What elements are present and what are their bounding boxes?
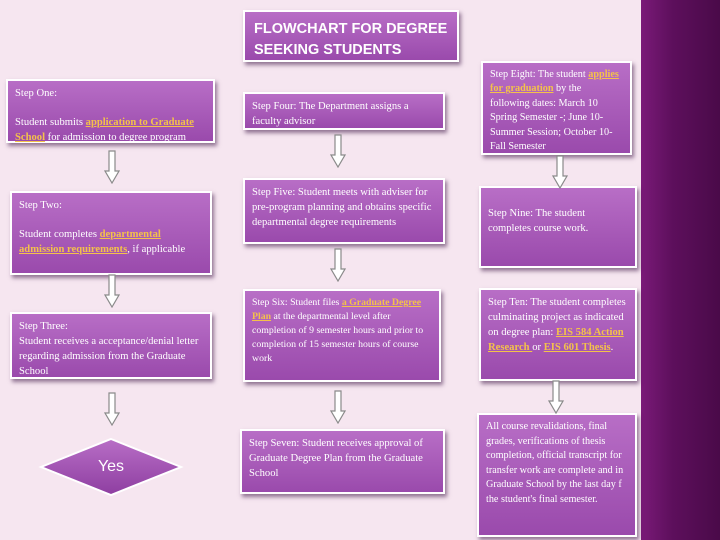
graduate-degree-plan-link[interactable]: a Graduate Degree Plan bbox=[252, 297, 422, 322]
step-two-text: Student completes departmental admission… bbox=[19, 229, 186, 256]
flowchart-title-text: FLOWCHART FOR DEGREE SEEKING STUDENTS bbox=[254, 21, 448, 59]
flowchart-title: FLOWCHART FOR DEGREE SEEKING STUDENTS bbox=[243, 10, 459, 62]
step-four-text: Step Four: The Department assigns a facu… bbox=[252, 101, 409, 128]
step-ten-text: Step Ten: The student completes culminat… bbox=[488, 297, 626, 354]
step-eight-box: Step Eight: The student applies for grad… bbox=[481, 61, 632, 155]
departmental-requirements-link[interactable]: departmental admission requirements bbox=[19, 229, 161, 256]
eis-601-thesis-link[interactable]: EIS 601 Thesis bbox=[543, 342, 611, 354]
yes-decision-diamond: Yes bbox=[38, 436, 184, 498]
arrow-down-icon bbox=[104, 392, 120, 426]
step-nine-box: Step Nine: The student completes course … bbox=[479, 186, 637, 268]
arrow-down-icon bbox=[552, 155, 568, 189]
final-requirements-text: All course revalidations, final grades, … bbox=[486, 421, 624, 505]
step-one-heading: Step One: bbox=[15, 88, 58, 99]
step-six-box: Step Six: Student files a Graduate Degre… bbox=[243, 289, 441, 382]
eis-584-action-research-link[interactable]: EIS 584 Action Research bbox=[488, 327, 624, 354]
step-seven-box: Step Seven: Student receives approval of… bbox=[240, 429, 445, 494]
step-one-text: Student submits application to Graduate … bbox=[15, 117, 194, 144]
arrow-down-icon bbox=[548, 380, 564, 414]
final-requirements-box: All course revalidations, final grades, … bbox=[477, 413, 637, 537]
step-two-box: Step Two: Student completes departmental… bbox=[10, 191, 212, 275]
step-eight-text: Step Eight: The student applies for grad… bbox=[490, 69, 619, 153]
applies-for-graduation-link[interactable]: applies for graduation bbox=[490, 69, 619, 95]
application-link[interactable]: application to Graduate School bbox=[15, 117, 194, 144]
diamond-shape bbox=[38, 437, 184, 497]
arrow-down-icon bbox=[330, 390, 346, 424]
step-three-heading: Step Three: bbox=[19, 321, 68, 332]
step-two-heading: Step Two: bbox=[19, 200, 62, 211]
step-ten-box: Step Ten: The student completes culminat… bbox=[479, 288, 637, 381]
step-nine-text: Step Nine: The student completes course … bbox=[488, 208, 589, 235]
step-three-text: Student receives a acceptance/denial let… bbox=[19, 336, 199, 378]
step-one-box: Step One: Student submits application to… bbox=[6, 79, 215, 143]
step-six-text: Step Six: Student files a Graduate Degre… bbox=[252, 297, 424, 364]
step-five-box: Step Five: Student meets with adviser fo… bbox=[243, 178, 445, 244]
decorative-side-band bbox=[641, 0, 720, 540]
step-five-text: Step Five: Student meets with adviser fo… bbox=[252, 187, 432, 229]
arrow-down-icon bbox=[330, 248, 346, 282]
step-four-box: Step Four: The Department assigns a facu… bbox=[243, 92, 445, 130]
step-three-box: Step Three: Student receives a acceptanc… bbox=[10, 312, 212, 379]
arrow-down-icon bbox=[104, 150, 120, 184]
arrow-down-icon bbox=[330, 134, 346, 168]
arrow-down-icon bbox=[104, 274, 120, 308]
yes-label: Yes bbox=[97, 458, 125, 475]
step-seven-text: Step Seven: Student receives approval of… bbox=[249, 438, 423, 480]
